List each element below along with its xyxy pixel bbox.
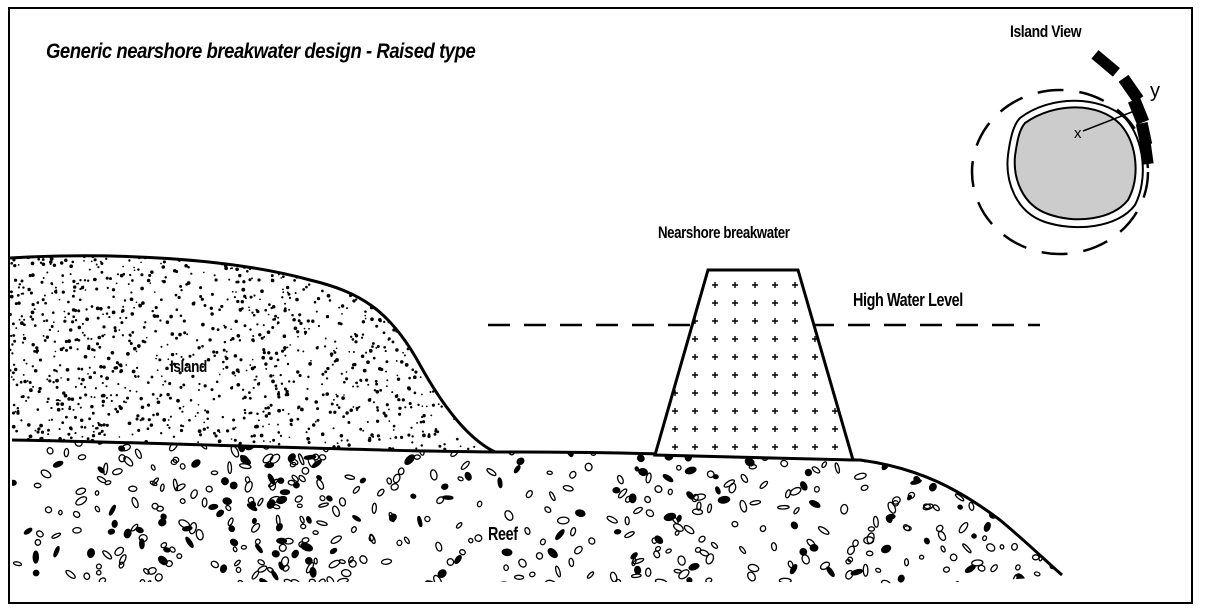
inset-xy-line bbox=[1082, 109, 1138, 132]
x-marker-label: x bbox=[1074, 125, 1082, 142]
reef-layer bbox=[11, 438, 1063, 584]
inset-island bbox=[1013, 106, 1137, 221]
inset-breakwater-segment bbox=[1118, 74, 1144, 104]
island-landmass bbox=[9, 254, 496, 454]
nearshore-breakwater bbox=[653, 268, 856, 462]
inset-breakwater-segment bbox=[1139, 139, 1154, 165]
reef-pebbles bbox=[12, 440, 1062, 584]
inset-reef-ring bbox=[970, 88, 1150, 256]
inset-breakwater-segment bbox=[1128, 97, 1150, 125]
island-stipple bbox=[10, 255, 495, 452]
breakwater-label: Nearshore breakwater bbox=[658, 223, 790, 242]
island-outline bbox=[9, 254, 496, 454]
high-water-level-label: High Water Level bbox=[853, 290, 963, 310]
y-marker-label: y bbox=[1150, 80, 1160, 102]
reef-label: Reef bbox=[488, 524, 518, 544]
inset-island-outer bbox=[1006, 99, 1144, 229]
diagram-title: Generic nearshore breakwater design - Ra… bbox=[46, 40, 476, 63]
breakwater-outline bbox=[653, 268, 856, 462]
inset-breakwater-segment bbox=[1091, 50, 1120, 77]
island-view-title: Island View bbox=[1010, 22, 1082, 41]
island-label: Island bbox=[170, 357, 207, 376]
island-view-inset bbox=[970, 50, 1154, 256]
